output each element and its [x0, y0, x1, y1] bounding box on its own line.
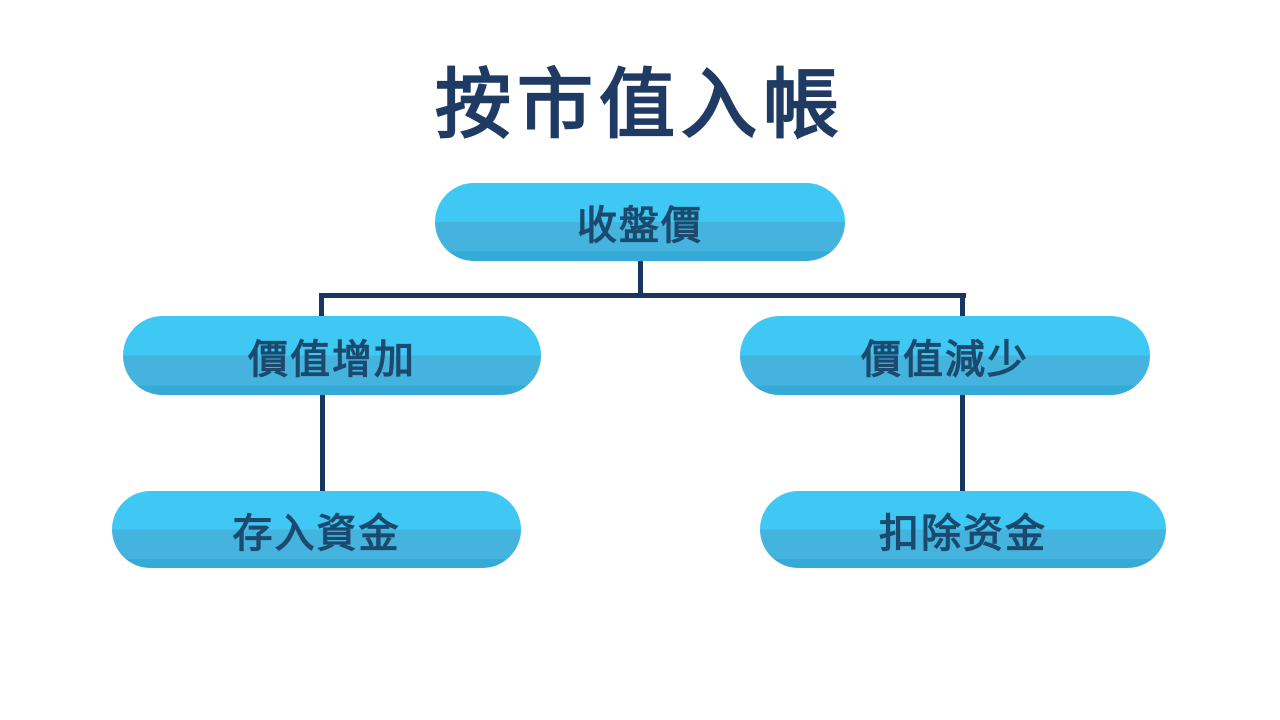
node-deduct-funds-label: 扣除资金 — [879, 511, 1047, 556]
node-deduct-funds: 扣除资金 — [760, 491, 1166, 568]
node-deposit-funds-label: 存入資金 — [232, 511, 401, 556]
connector-left-branch-vertical — [319, 296, 324, 320]
node-value-increase-label: 價值增加 — [248, 337, 416, 382]
node-value-decrease-label: 價值減少 — [861, 337, 1029, 382]
connector-right-branch-vertical — [960, 296, 965, 320]
node-closing-price: 收盤價 — [435, 183, 845, 261]
connector-right-column-vertical — [960, 393, 965, 493]
diagram-title: 按市值入帳 — [435, 63, 845, 148]
connector-root-vertical — [638, 258, 643, 298]
connector-left-column-vertical — [320, 393, 325, 493]
node-deposit-funds: 存入資金 — [112, 491, 521, 568]
connector-branch-horizontal — [319, 293, 966, 298]
node-value-decrease: 價值減少 — [740, 316, 1150, 395]
node-closing-price-label: 收盤價 — [577, 204, 703, 248]
node-value-increase: 價值增加 — [123, 316, 541, 395]
